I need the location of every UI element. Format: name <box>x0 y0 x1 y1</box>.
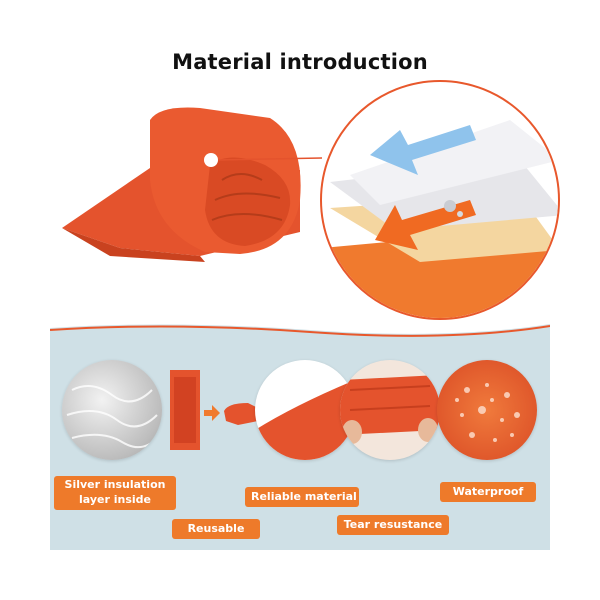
feature-panel: Silver insulation layer inside Reusable … <box>50 320 550 550</box>
feature-label-reusable: Reusable <box>172 519 260 539</box>
reusable-fold-icon <box>168 365 263 455</box>
feature-label-silver-insulation: Silver insulation layer inside <box>54 476 176 510</box>
material-layer-zoom <box>320 80 560 320</box>
silver-foil-icon <box>62 360 162 460</box>
product-illustration <box>62 80 560 320</box>
orange-sheet-icon <box>255 360 355 460</box>
rolled-product-image <box>62 107 323 262</box>
feature-label-waterproof: Waterproof <box>440 482 536 502</box>
feature-label-tear-resistance: Tear resustance <box>337 515 449 535</box>
tear-stretch-icon <box>340 360 440 460</box>
water-droplets-icon <box>437 360 537 460</box>
page-title: Material introduction <box>172 50 428 74</box>
wave-decoration <box>50 320 550 337</box>
feature-label-reliable-material: Reliable material <box>245 487 359 507</box>
